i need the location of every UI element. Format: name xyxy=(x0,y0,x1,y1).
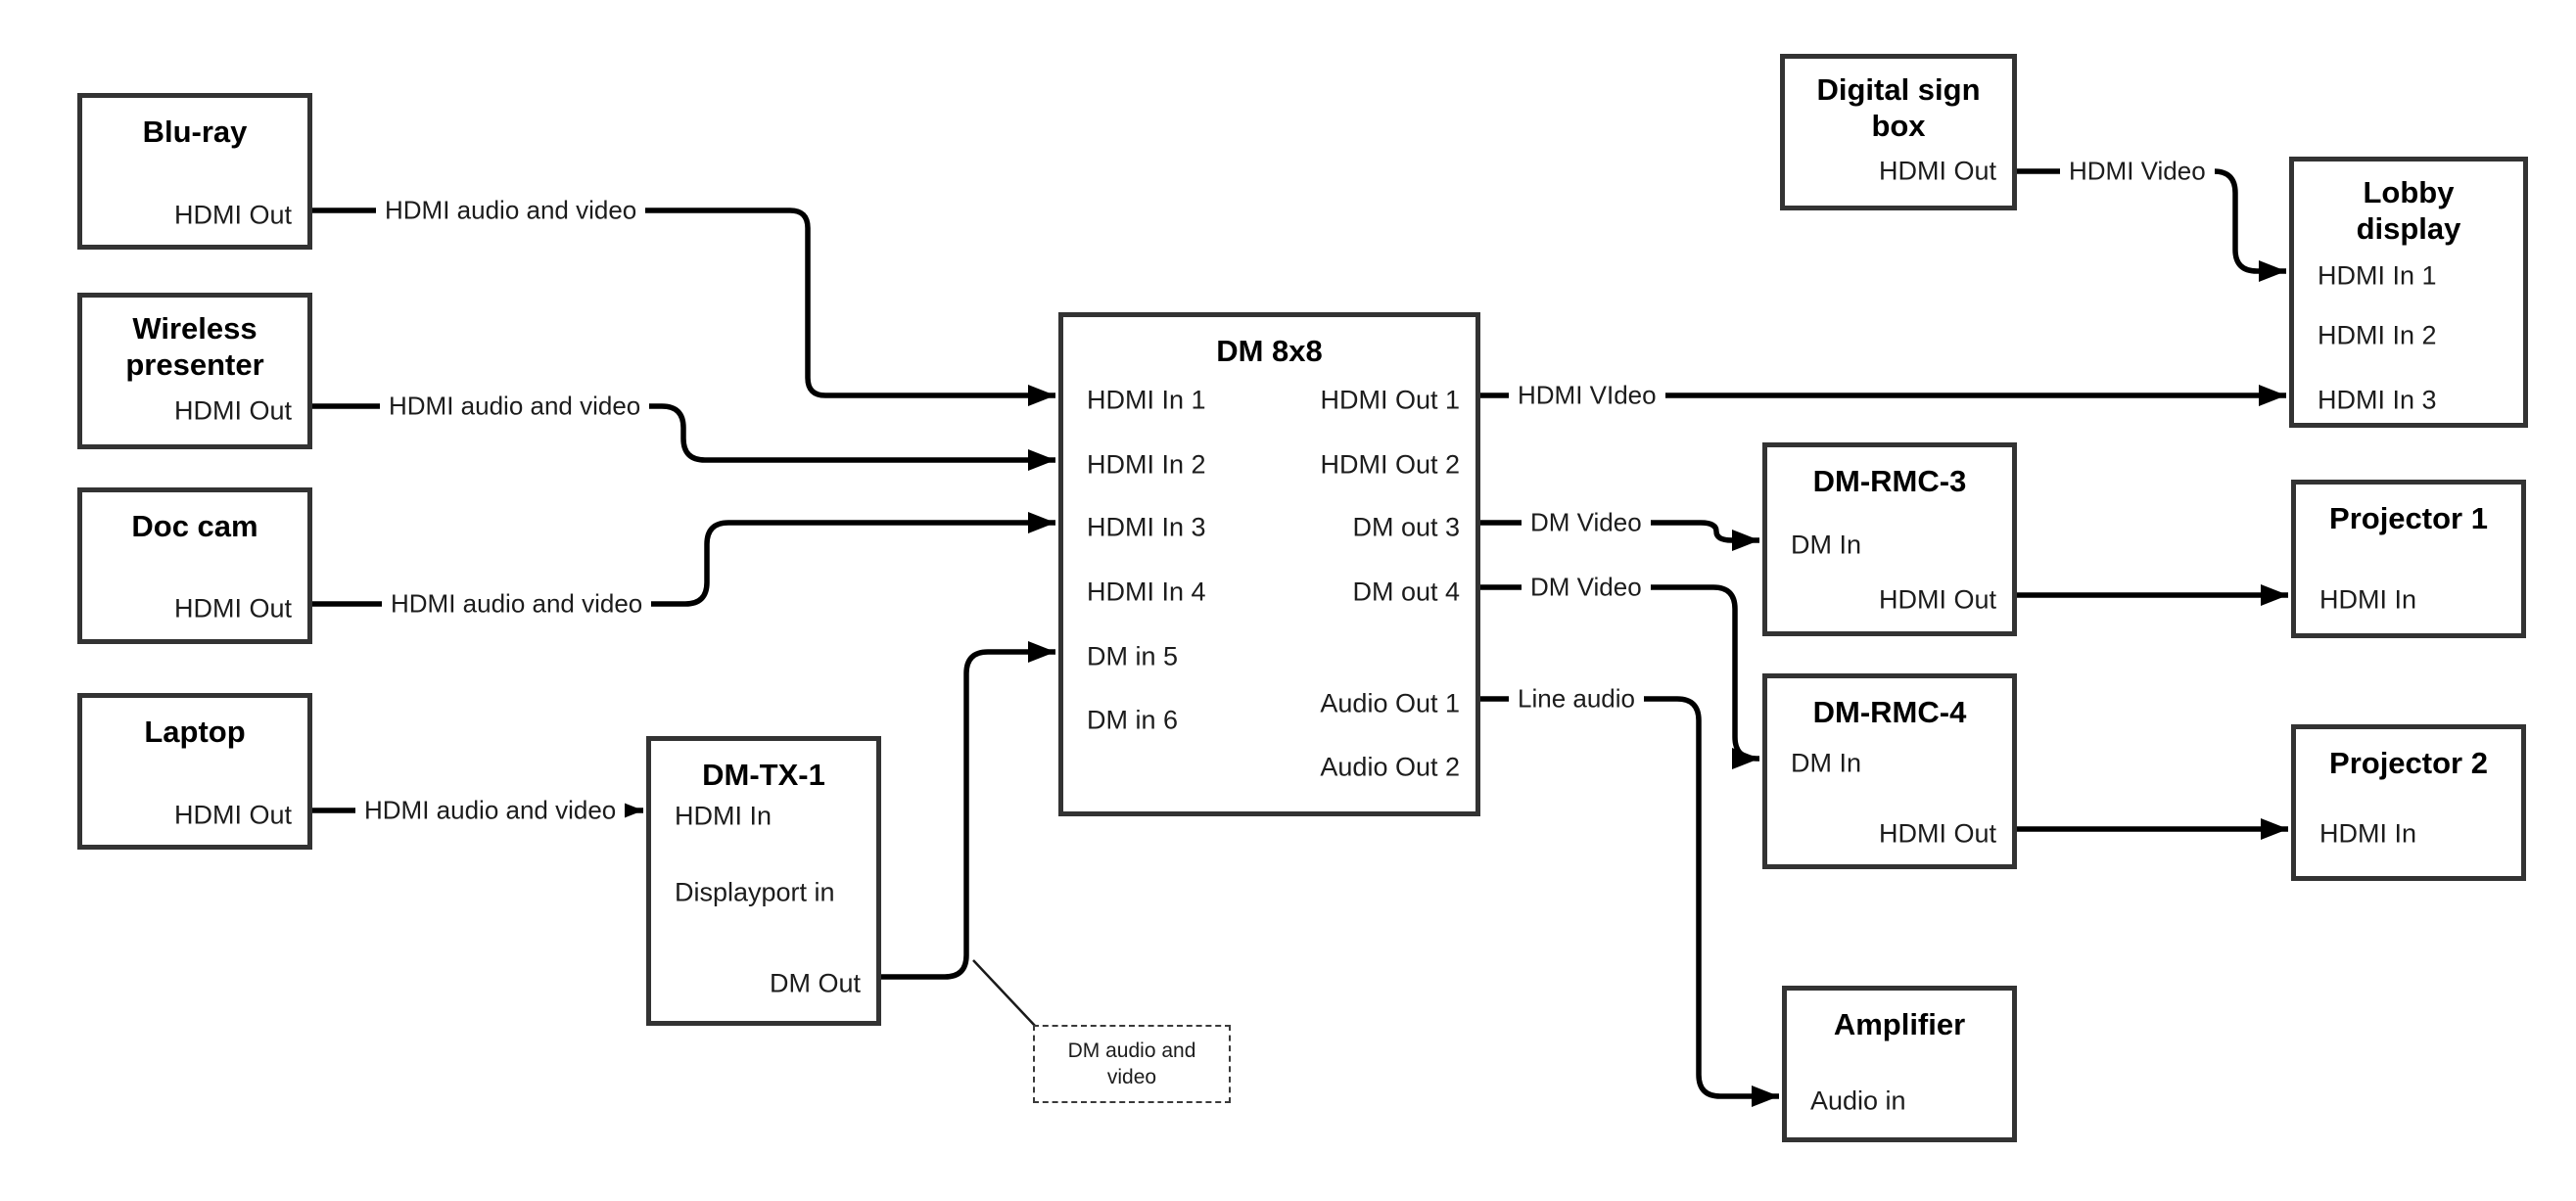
port-dmtx1-displayport-in: Displayport in xyxy=(675,877,835,907)
node-projector1: Projector 1 HDMI In xyxy=(2291,480,2526,638)
port-dm8x8-dm-in-6: DM in 6 xyxy=(1087,705,1179,735)
port-dmtx1-hdmi-in: HDMI In xyxy=(675,801,773,831)
port-dm8x8-hdmi-out-1: HDMI Out 1 xyxy=(1320,385,1460,415)
port-dm8x8-dm-in-5: DM in 5 xyxy=(1087,641,1179,671)
port-proj2-hdmi-in: HDMI In xyxy=(2319,818,2417,849)
node-lobby-display: Lobby display HDMI In 1 HDMI In 2 HDMI I… xyxy=(2289,157,2528,428)
wire-dmtx1-to-dm8x8-in5 xyxy=(881,641,1055,980)
node-amplifier: Amplifier Audio in xyxy=(1782,986,2017,1142)
node-bluray: Blu-ray HDMI Out xyxy=(77,93,312,250)
node-wireless-presenter: Wireless presenter HDMI Out xyxy=(77,293,312,449)
port-dm8x8-dm-out-3: DM out 3 xyxy=(1352,512,1460,542)
wire-wireless-to-dm8x8-in2 xyxy=(312,403,1055,471)
port-proj1-hdmi-in: HDMI In xyxy=(2319,584,2417,615)
port-doccam-hdmi-out: HDMI Out xyxy=(173,593,292,624)
node-laptop-title: Laptop xyxy=(144,715,246,749)
node-sign-title: Digital sign box xyxy=(1816,72,1981,143)
port-wireless-hdmi-out: HDMI Out xyxy=(173,395,292,426)
wire-label-hdmi-video-out1: HDMI VIdeo xyxy=(1509,380,1665,411)
node-dmtx1-title: DM-TX-1 xyxy=(702,758,825,792)
node-projector2: Projector 2 HDMI In xyxy=(2291,724,2526,881)
node-proj1-title: Projector 1 xyxy=(2329,501,2488,535)
wire-dm8x8-out3-to-rmc3 xyxy=(1480,520,1759,551)
wire-sign-to-lobby-in1 xyxy=(2017,168,2286,282)
node-digital-sign-box: Digital sign box HDMI Out xyxy=(1780,54,2017,210)
wire-label-dm-video-out3: DM Video xyxy=(1522,507,1651,538)
callout-dm-audio-video: DM audio and video xyxy=(1033,1025,1231,1103)
wire-doccam-to-dm8x8-in3 xyxy=(312,512,1055,607)
port-dm8x8-dm-out-4: DM out 4 xyxy=(1352,577,1460,607)
node-amp-title: Amplifier xyxy=(1833,1007,1966,1041)
port-rmc3-dm-in: DM In xyxy=(1791,530,1862,560)
node-doccam-title: Doc cam xyxy=(131,509,258,543)
node-rmc3: DM-RMC-3 DM In HDMI Out xyxy=(1762,442,2017,636)
port-dm8x8-audio-out-1: Audio Out 1 xyxy=(1320,688,1460,718)
wire-label-bluray-av: HDMI audio and video xyxy=(376,195,646,226)
port-bluray-hdmi-out: HDMI Out xyxy=(173,200,292,230)
wire-dm8x8-out4-to-rmc4 xyxy=(1480,584,1759,769)
port-dm8x8-audio-out-2: Audio Out 2 xyxy=(1320,752,1460,782)
wire-label-line-audio: Line audio xyxy=(1509,683,1644,715)
port-dm8x8-hdmi-in-1: HDMI In 1 xyxy=(1087,385,1206,415)
wire-label-laptop-av: HDMI audio and video xyxy=(355,795,626,826)
wire-label-doccam-av: HDMI audio and video xyxy=(382,588,652,620)
node-laptop: Laptop HDMI Out xyxy=(77,693,312,850)
node-rmc3-title: DM-RMC-3 xyxy=(1812,464,1967,498)
node-rmc4-title: DM-RMC-4 xyxy=(1812,695,1967,729)
port-lobby-hdmi-in-3: HDMI In 3 xyxy=(2318,385,2437,415)
node-wireless-title: Wireless presenter xyxy=(125,311,264,382)
port-rmc3-hdmi-out: HDMI Out xyxy=(1878,584,1996,615)
wire-bluray-to-dm8x8-in1 xyxy=(312,208,1055,406)
port-dm8x8-hdmi-in-3: HDMI In 3 xyxy=(1087,512,1206,542)
wire-label-dm-video-out4: DM Video xyxy=(1522,572,1651,603)
wire-label-wireless-av: HDMI audio and video xyxy=(380,391,650,422)
port-dm8x8-hdmi-out-2: HDMI Out 2 xyxy=(1320,449,1460,480)
node-lobby-title: Lobby display xyxy=(2356,175,2461,246)
port-lobby-hdmi-in-2: HDMI In 2 xyxy=(2318,320,2437,350)
node-dmtx1: DM-TX-1 HDMI In Displayport in DM Out xyxy=(646,736,881,1026)
node-doccam: Doc cam HDMI Out xyxy=(77,487,312,644)
port-dm8x8-hdmi-in-2: HDMI In 2 xyxy=(1087,449,1206,480)
port-lobby-hdmi-in-1: HDMI In 1 xyxy=(2318,260,2437,291)
port-laptop-hdmi-out: HDMI Out xyxy=(173,800,292,830)
node-dm8x8-title: DM 8x8 xyxy=(1216,334,1323,368)
port-rmc4-hdmi-out: HDMI Out xyxy=(1878,818,1996,849)
node-dm8x8: DM 8x8 HDMI In 1 HDMI In 2 HDMI In 3 HDM… xyxy=(1058,312,1480,816)
wire-dm8x8-aout1-to-amp xyxy=(1480,696,1779,1107)
port-dmtx1-dm-out: DM Out xyxy=(769,968,861,998)
wire-label-sign-hdmi-video: HDMI Video xyxy=(2060,156,2215,187)
port-dm8x8-hdmi-in-4: HDMI In 4 xyxy=(1087,577,1206,607)
node-bluray-title: Blu-ray xyxy=(142,115,248,149)
port-rmc4-dm-in: DM In xyxy=(1791,748,1862,778)
callout-leader-line xyxy=(972,959,1037,1028)
port-amp-audio-in: Audio in xyxy=(1810,1086,1906,1116)
node-proj2-title: Projector 2 xyxy=(2329,746,2488,780)
node-rmc4: DM-RMC-4 DM In HDMI Out xyxy=(1762,673,2017,869)
port-sign-hdmi-out: HDMI Out xyxy=(1878,156,1996,186)
